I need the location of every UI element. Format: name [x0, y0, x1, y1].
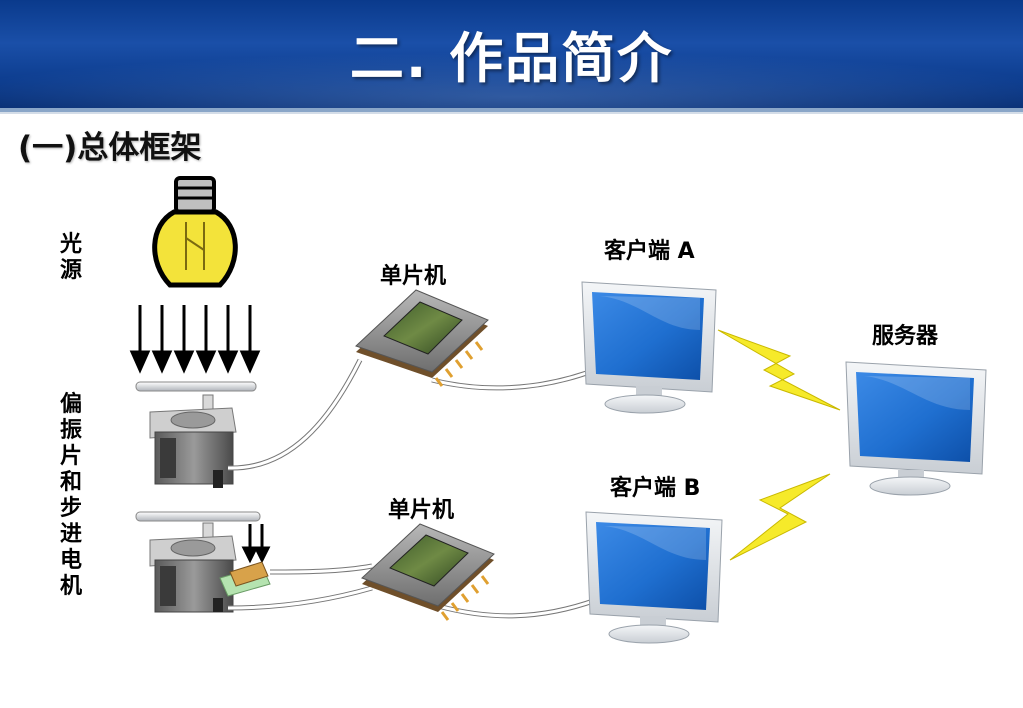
client-b-label: 客户端 B [610, 476, 701, 501]
client-b-monitor-icon [585, 511, 723, 644]
polarizer-plate-top [135, 381, 257, 392]
polarizer-motor-label: 偏振片和步进电机 [59, 392, 82, 599]
client-a-monitor-icon [581, 281, 717, 414]
polarizer-plate-bottom [135, 511, 261, 522]
light-bulb-icon [152, 176, 238, 288]
light-ray-arrows [129, 305, 261, 374]
mcu-top-label: 单片机 [380, 264, 447, 289]
stepper-motor-bottom-icon [149, 522, 237, 613]
microcontroller-bottom-icon [361, 523, 495, 621]
server-label: 服务器 [872, 324, 939, 349]
title-banner [0, 0, 1023, 108]
sensor-chip-icon [219, 561, 271, 597]
stepper-motor-top-icon [149, 394, 237, 488]
wireless-link-top-icon [717, 329, 841, 411]
page-title: 二. 作品简介 [349, 27, 674, 90]
light-source-label: 光源 [59, 232, 82, 283]
mcu-bottom-label: 单片机 [388, 498, 455, 523]
small-arrows-icon [241, 524, 271, 564]
banner-divider [0, 108, 1023, 112]
banner-divider-light [0, 112, 1023, 114]
microcontroller-top-icon [355, 289, 489, 387]
section-title: (一)总体框架 [18, 130, 202, 166]
wireless-link-bottom-icon [729, 473, 831, 561]
server-monitor-icon [845, 361, 987, 496]
client-a-label: 客户端 A [604, 239, 695, 264]
